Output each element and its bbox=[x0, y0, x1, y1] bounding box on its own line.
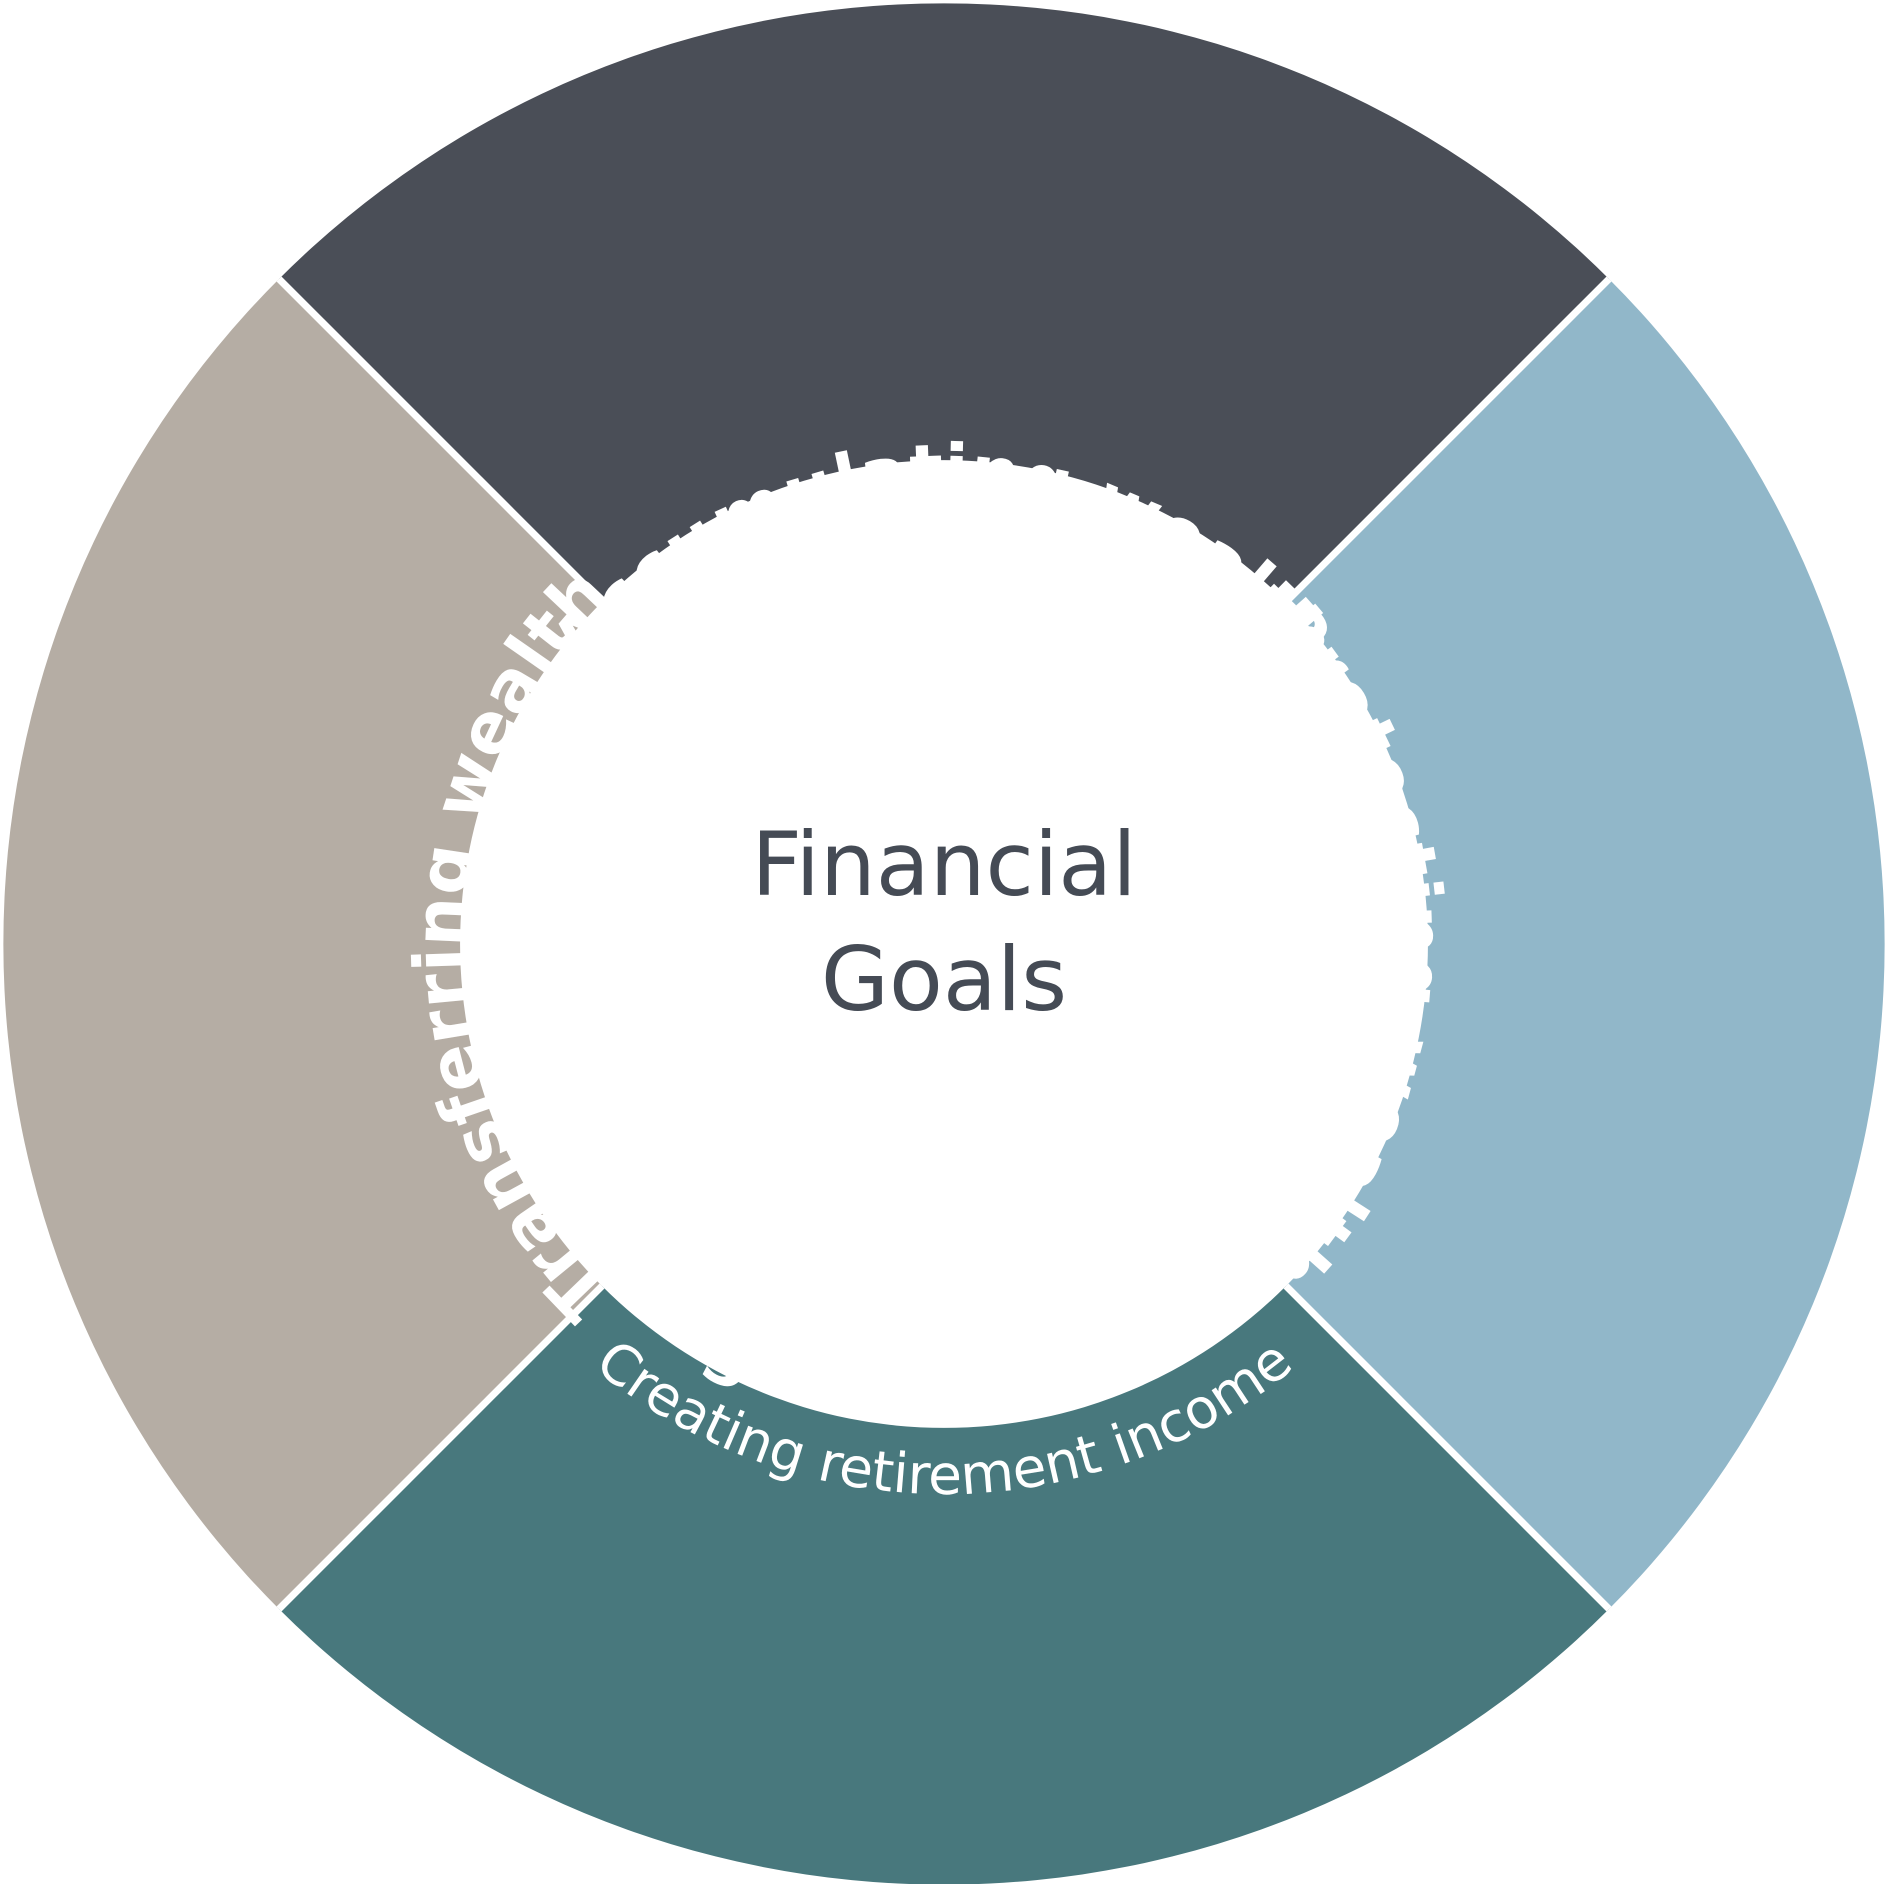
divider-top-left bbox=[276, 276, 605, 605]
divider-bottom-left bbox=[276, 1283, 605, 1612]
segment-transferring-wealth bbox=[3, 279, 603, 1609]
divider-bottom-right bbox=[1283, 1283, 1612, 1612]
segment-dividers bbox=[276, 276, 1612, 1612]
segment-turning-wealth-to-income bbox=[279, 1286, 1609, 1884]
segment-accumulating-wealth bbox=[279, 3, 1609, 602]
segment-protecting-wealth bbox=[1286, 279, 1885, 1609]
divider-top-right bbox=[1283, 276, 1612, 605]
center-circle bbox=[466, 466, 1422, 1422]
center-label-line2: Goals bbox=[821, 928, 1067, 1031]
center-label-line1: Financial bbox=[751, 813, 1136, 916]
